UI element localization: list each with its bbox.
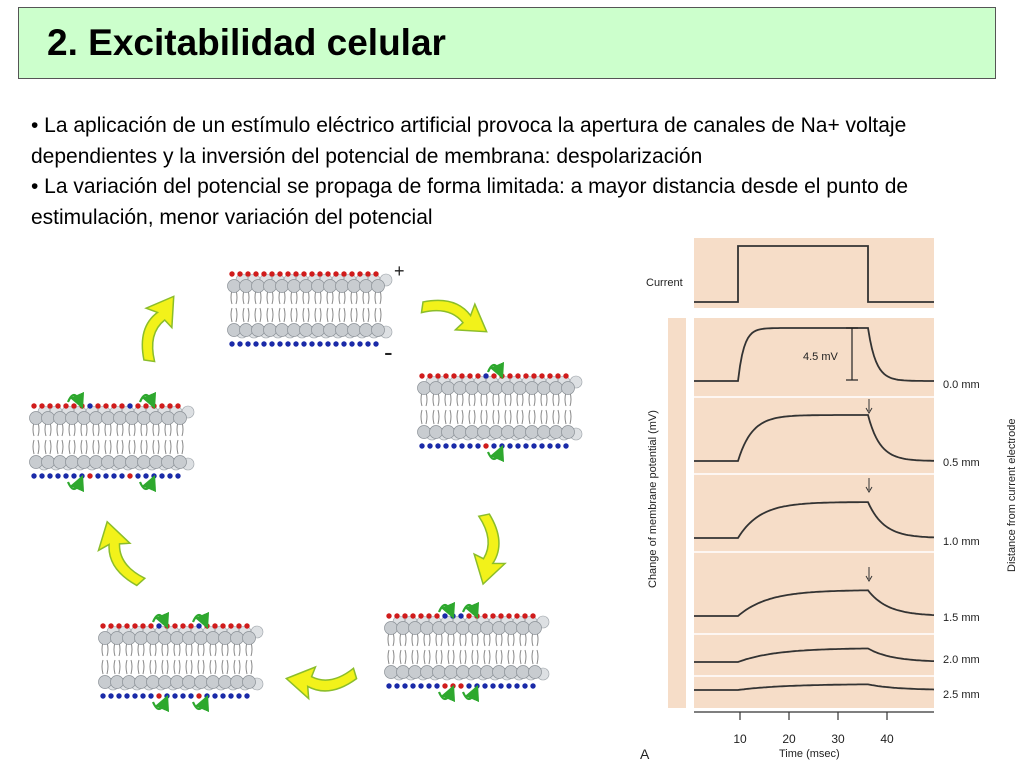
ylabel-bracket: [668, 318, 686, 708]
y-axis-label: Change of membrane potential (mV): [647, 410, 659, 588]
membrane-potential-figure: Current 0.0 mm 0.5 mm 1.0 mm 1.5 mm 2.0 mm 2.…: [640, 238, 1018, 762]
amplitude-label: 4.5 mV: [803, 351, 839, 363]
current-panel: [694, 238, 934, 308]
potential-trace: [694, 414, 934, 462]
potential-trace: [694, 683, 935, 691]
potential-trace: [694, 647, 934, 663]
x-axis-label: Time (msec): [779, 748, 840, 760]
potential-trace: [694, 501, 935, 539]
x-tick-label: 40: [880, 732, 894, 746]
current-label: Current: [646, 277, 683, 289]
x-tick-label: 30: [831, 732, 845, 746]
minus-sign: -: [384, 337, 393, 367]
distance-label: 2.5 mm: [943, 689, 980, 701]
cycle-arrow-1: [420, 299, 488, 333]
membrane-step-2: [417, 361, 583, 463]
distance-label: 1.0 mm: [943, 536, 980, 548]
distance-label: 0.0 mm: [943, 379, 980, 391]
membrane-step-4: [98, 611, 264, 713]
plus-sign: +: [394, 261, 405, 281]
bullet-2: • La variación del potencial se propaga …: [31, 175, 909, 229]
distance-label: 2.0 mm: [943, 654, 980, 666]
latency-arrow-head: [865, 575, 873, 582]
membrane-step-5: [29, 391, 195, 493]
potential-trace: [694, 589, 935, 617]
current-step-trace: [694, 245, 934, 303]
potential-trace: [694, 327, 934, 382]
cycle-arrow-2: [472, 513, 507, 586]
voltage-panel: [694, 318, 934, 708]
cycle-arrow-3: [284, 665, 358, 701]
membrane-step-3: [384, 601, 550, 703]
title-box: 2. Excitabilidad celular: [18, 7, 996, 79]
membrane-resting: [227, 271, 393, 347]
x-tick-label: 10: [733, 732, 747, 746]
panel-letter: A: [640, 746, 650, 762]
bullet-list: • La aplicación de un estímulo eléctrico…: [31, 111, 1006, 233]
slide-title: 2. Excitabilidad celular: [47, 22, 446, 63]
membrane-cycle-diagram: + -: [29, 261, 583, 713]
x-tick-label: 20: [782, 732, 796, 746]
distance-label: 0.5 mm: [943, 457, 980, 469]
cycle-arrow-5: [141, 295, 175, 363]
distance-axis-label: Distance from current electrode: [1006, 419, 1018, 572]
bullet-1: • La aplicación de un estímulo eléctrico…: [31, 114, 907, 168]
cycle-arrow-4: [97, 520, 147, 587]
latency-arrow-head: [865, 486, 873, 493]
distance-label: 1.5 mm: [943, 612, 980, 624]
latency-arrow-head: [865, 407, 873, 414]
